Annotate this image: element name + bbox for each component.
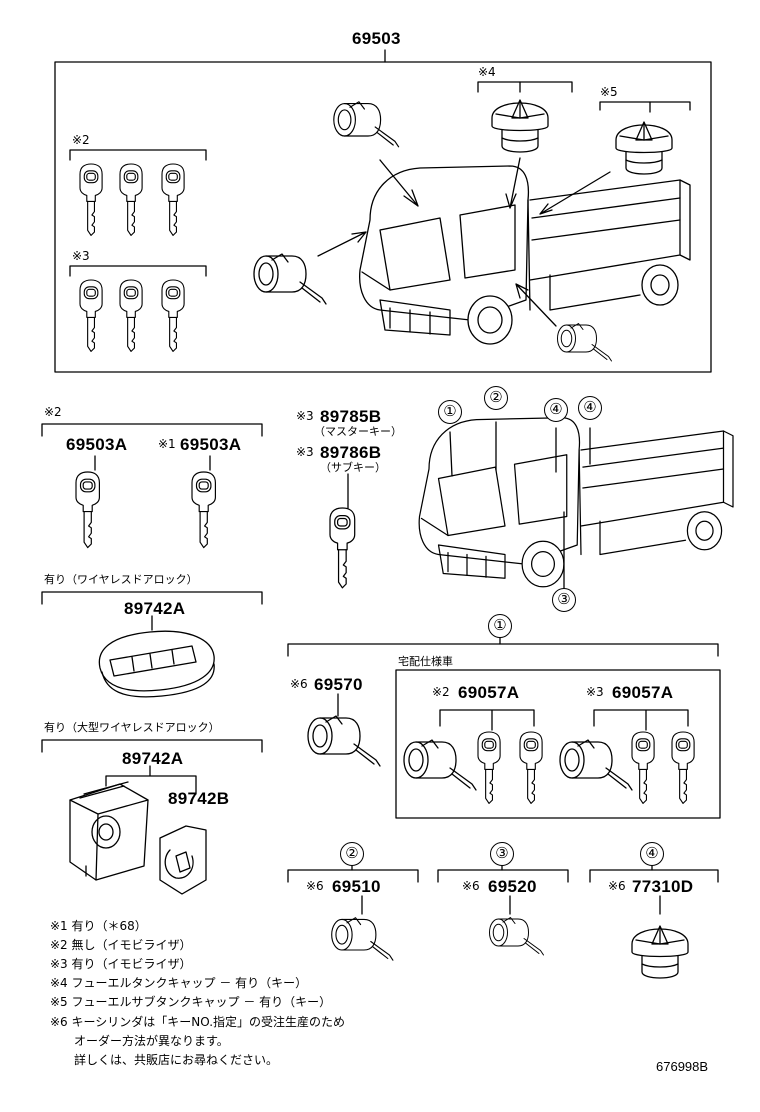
master-key-mark: ※3 [296, 409, 314, 423]
remote2-part-a[interactable]: 89742A [122, 749, 184, 768]
master-key-note: （マスターキー） [314, 425, 402, 438]
group1-left-part[interactable]: 69570 [314, 675, 363, 694]
group1-a-part[interactable]: 69057A [458, 683, 520, 702]
callout-2[interactable]: ② [484, 386, 508, 410]
group2-mark: ※6 [306, 879, 324, 893]
group1-b-mark: ※3 [586, 685, 604, 699]
callout-4b[interactable]: ④ [578, 396, 602, 420]
note-2: ※2 無し（イモビライザ） [50, 938, 192, 952]
key-part-69503a-2[interactable]: 69503A [180, 435, 242, 454]
top-mark-5: ※5 [600, 85, 618, 99]
top-mark-4: ※4 [478, 65, 496, 79]
remote2-part-b[interactable]: 89742B [168, 789, 230, 808]
key-mark-1: ※1 [158, 437, 176, 451]
remote2-caption: 有り（大型ワイヤレスドアロック） [44, 721, 220, 734]
group4-number: ④ [640, 842, 664, 866]
note-1: ※1 有り（＊68） [50, 919, 147, 933]
top-frame [54, 61, 712, 373]
group1-b-part[interactable]: 69057A [612, 683, 674, 702]
note-5: ※5 フューエルサブタンクキャップ － 有り（キー） [50, 995, 332, 1009]
note-6-line2: オーダー方法が異なります。 [50, 1034, 229, 1048]
group1-subtitle: 宅配仕様車 [398, 655, 453, 668]
keys-mark: ※2 [44, 405, 62, 419]
callout-3[interactable]: ③ [552, 588, 576, 612]
sub-key-note: （サブキー） [320, 461, 386, 474]
callout-1[interactable]: ① [438, 400, 462, 424]
group3-mark: ※6 [462, 879, 480, 893]
top-mark-2: ※2 [72, 133, 90, 147]
top-mark-3: ※3 [72, 249, 90, 263]
sub-key-part[interactable]: 89786B [320, 443, 382, 462]
remote1-part[interactable]: 89742A [124, 599, 186, 618]
remote1-caption: 有り（ワイヤレスドアロック） [44, 573, 198, 586]
group1-a-mark: ※2 [432, 685, 450, 699]
note-6-line3: 詳しくは、共販店にお尋ねください。 [50, 1053, 279, 1067]
remote-bracket [159, 825, 207, 895]
sub-key-mark: ※3 [296, 445, 314, 459]
group1-number: ① [488, 614, 512, 638]
top-part-number[interactable]: 69503 [352, 29, 401, 48]
note-3: ※3 有り（イモビライザ） [50, 957, 192, 971]
group4-part[interactable]: 77310D [632, 877, 694, 896]
group3-part[interactable]: 69520 [488, 877, 537, 896]
remote-fob [98, 630, 215, 698]
note-4: ※4 フューエルタンクキャップ － 有り（キー） [50, 976, 308, 990]
group2-part[interactable]: 69510 [332, 877, 381, 896]
group4-mark: ※6 [608, 879, 626, 893]
group1-left-mark: ※6 [290, 677, 308, 691]
callout-4a[interactable]: ④ [544, 398, 568, 422]
diagram-code: 676998B [656, 1059, 709, 1074]
master-key-part[interactable]: 89785B [320, 407, 382, 426]
note-6: ※6 キーシリンダは「キーNO.指定」の受注生産のため [50, 1015, 346, 1029]
key-part-69503a[interactable]: 69503A [66, 435, 128, 454]
group2-number: ② [340, 842, 364, 866]
group3-number: ③ [490, 842, 514, 866]
remote-receiver [69, 781, 149, 881]
